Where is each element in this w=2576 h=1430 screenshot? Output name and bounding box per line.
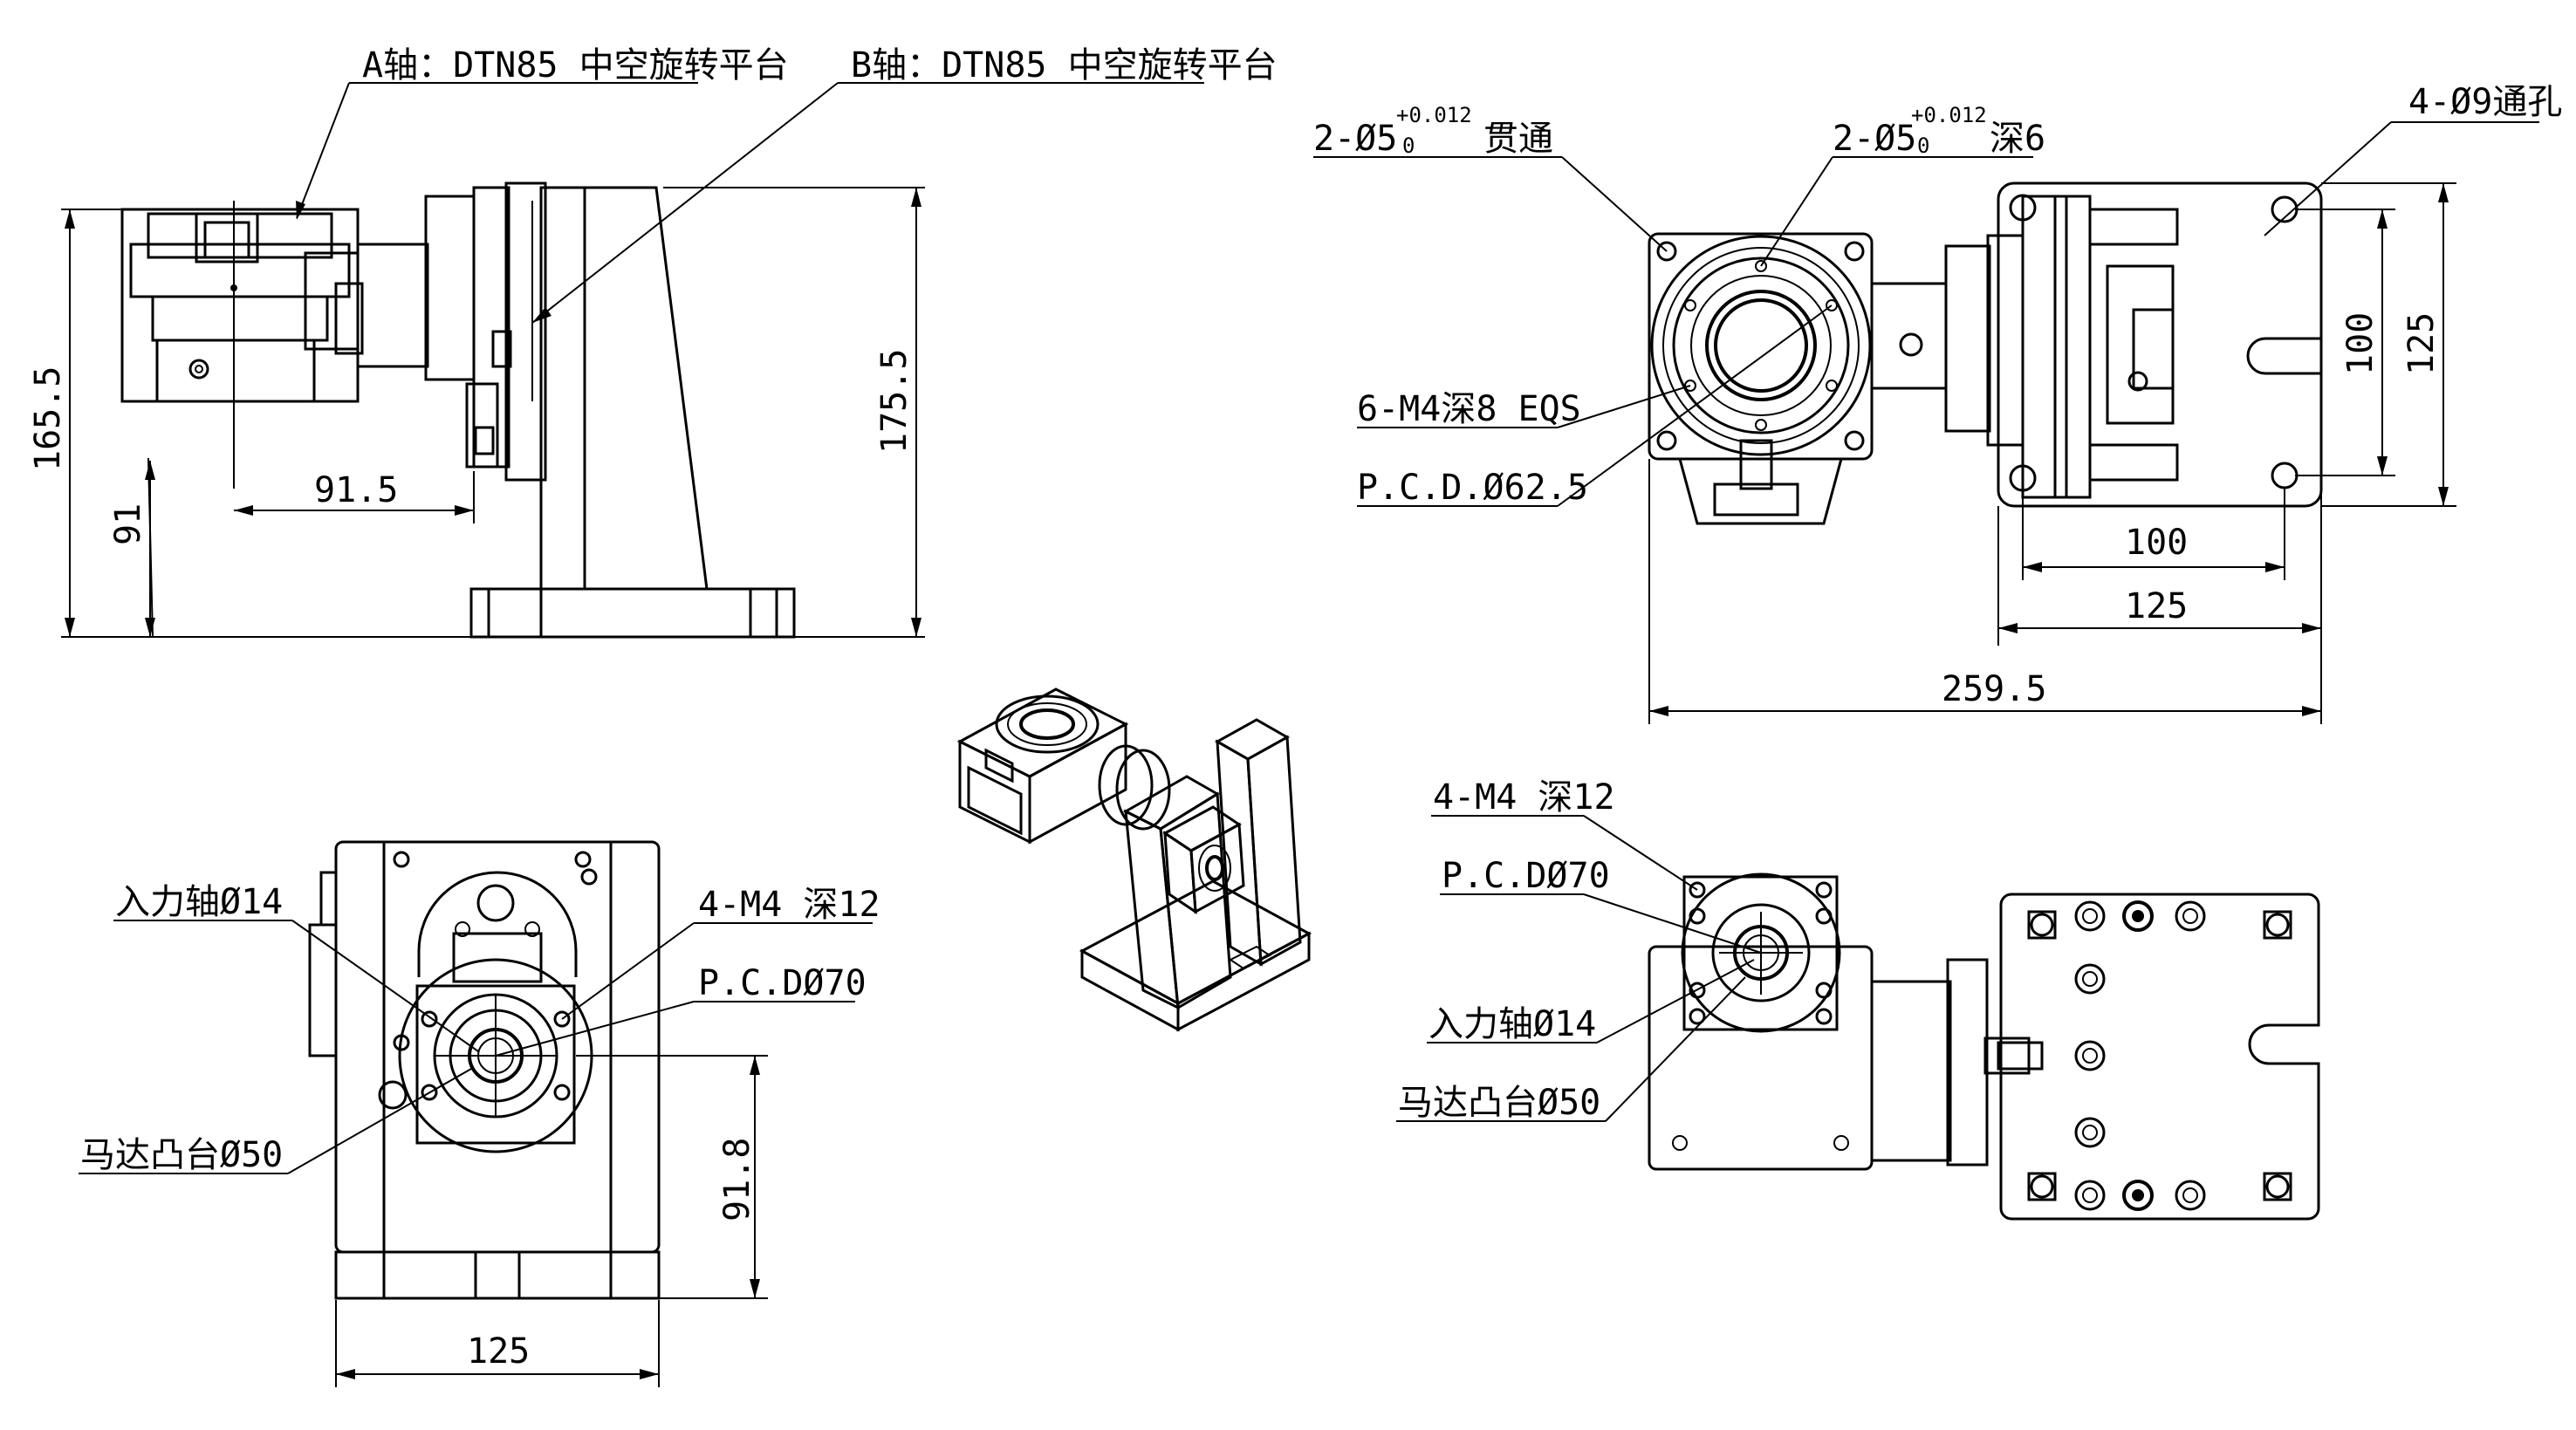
dim-125-h: 125 [2125,586,2188,626]
dim-100-h: 100 [2125,523,2188,563]
hole-through-tol-lower: 0 [1402,133,1415,158]
top-view [1313,121,2539,724]
hole-through-tol-upper: +0.012 [1396,103,1472,127]
m4-depth12-label-front: 4-M4 深12 [698,885,880,925]
side-elevation-view [61,82,1204,639]
dim-91-8: 91.8 [717,1138,757,1221]
dim-125-bottom: 125 [467,1331,530,1372]
motor-boss-label-front: 马达凸台Ø50 [80,1135,283,1175]
m4-depth8-label: 6-M4深8 EQS [1357,389,1581,429]
axis-b-label: B轴：DTN85 中空旋转平台 [851,45,1278,86]
dim-91-5: 91.5 [314,470,398,510]
dim-165-5: 165.5 [28,366,68,471]
dim-100-v: 100 [2340,312,2381,375]
depth6-label: 深6 [1990,119,2045,159]
motor-boss-label-underside: 马达凸台Ø50 [1398,1083,1600,1123]
dim-125-v: 125 [2401,312,2442,375]
pcd70-label-front: P.C.DØ70 [698,963,867,1003]
pcd-62-5-label: P.C.D.Ø62.5 [1357,468,1588,508]
m4-depth12-label-underside: 4-M4 深12 [1433,777,1615,818]
dim-175-5: 175.5 [874,349,915,454]
front-view [79,840,873,1387]
underside-view [1396,815,2320,1221]
hole-through-label: 2-Ø5 [1313,119,1397,159]
isometric-view [956,688,1312,1032]
hole-depth-tol-lower: 0 [1917,133,1929,158]
dim-259-5: 259.5 [1942,669,2046,709]
dim-91: 91 [108,503,148,545]
holes-9-label: 4-Ø9通孔 [2408,82,2562,122]
input-shaft-label-underside: 入力轴Ø14 [1428,1004,1596,1044]
through-label: 贯通 [1483,119,1553,159]
pcd70-label-underside: P.C.DØ70 [1442,856,1610,896]
input-shaft-label-front: 入力轴Ø14 [115,882,283,922]
hole-depth-label: 2-Ø5 [1833,119,1916,159]
hole-depth-tol-upper: +0.012 [1911,103,1987,127]
axis-a-label: A轴：DTN85 中空旋转平台 [362,45,789,86]
